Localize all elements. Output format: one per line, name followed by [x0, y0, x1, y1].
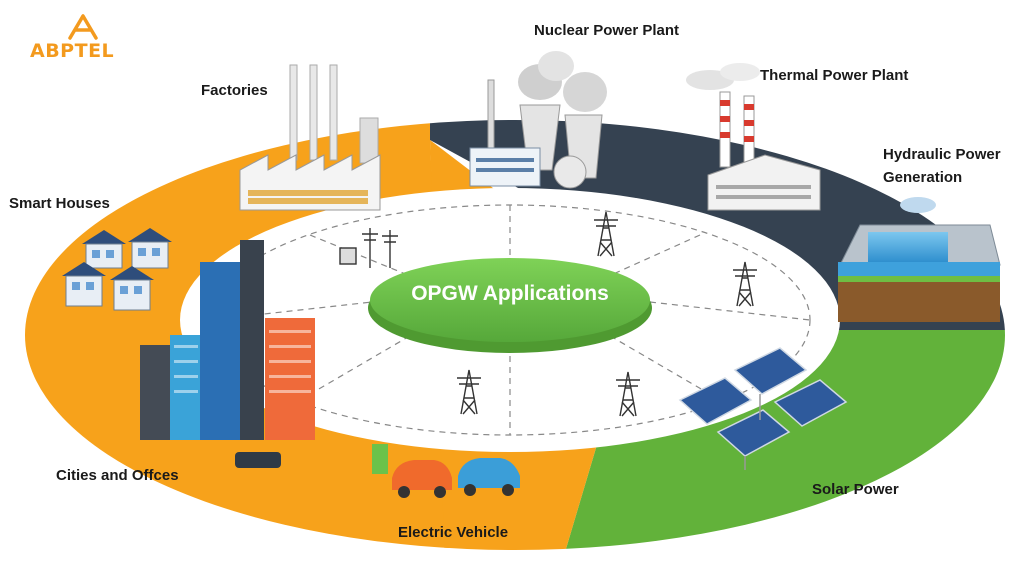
transmission-towers: [339, 211, 757, 417]
brand-logo: ABPTEL: [30, 14, 140, 64]
city-buildings-icon: [140, 240, 315, 468]
dashed-grid: [209, 204, 811, 436]
label-nuclear-power-plant: Nuclear Power Plant: [534, 22, 680, 39]
logo-text: ABPTEL: [30, 40, 115, 62]
label-smart-houses: Smart Houses: [9, 195, 110, 212]
tower-icon: [457, 369, 481, 415]
solar-panels-icon: [678, 347, 848, 470]
electric-vehicles-icon: [372, 444, 520, 498]
label-solar-power: Solar Power: [812, 481, 899, 498]
center-title: OPGW Applications: [411, 282, 609, 305]
label-hydraulic-power-line2: Generation: [883, 169, 963, 186]
tower-icon: [594, 211, 618, 257]
label-thermal-power-plant: Thermal Power Plant: [760, 67, 909, 84]
factory-icon: [239, 64, 381, 211]
thermal-plant-icon: [686, 63, 821, 211]
utility-pole-icon: [339, 228, 398, 268]
label-hydraulic-power-line1: Hydraulic Power: [883, 146, 1001, 163]
hydro-plant-icon: [838, 197, 1001, 322]
a-triangle-logo-icon: [68, 14, 98, 40]
tower-icon: [733, 261, 757, 307]
label-factories: Factories: [201, 82, 268, 99]
center-disc: [370, 258, 650, 342]
label-cities-and-offices: Cities and Offces: [56, 467, 179, 484]
label-electric-vehicle: Electric Vehicle: [398, 524, 509, 541]
smart-houses-icon: [62, 228, 172, 311]
tower-icon: [616, 371, 640, 417]
nuclear-plant-icon: [469, 51, 607, 189]
